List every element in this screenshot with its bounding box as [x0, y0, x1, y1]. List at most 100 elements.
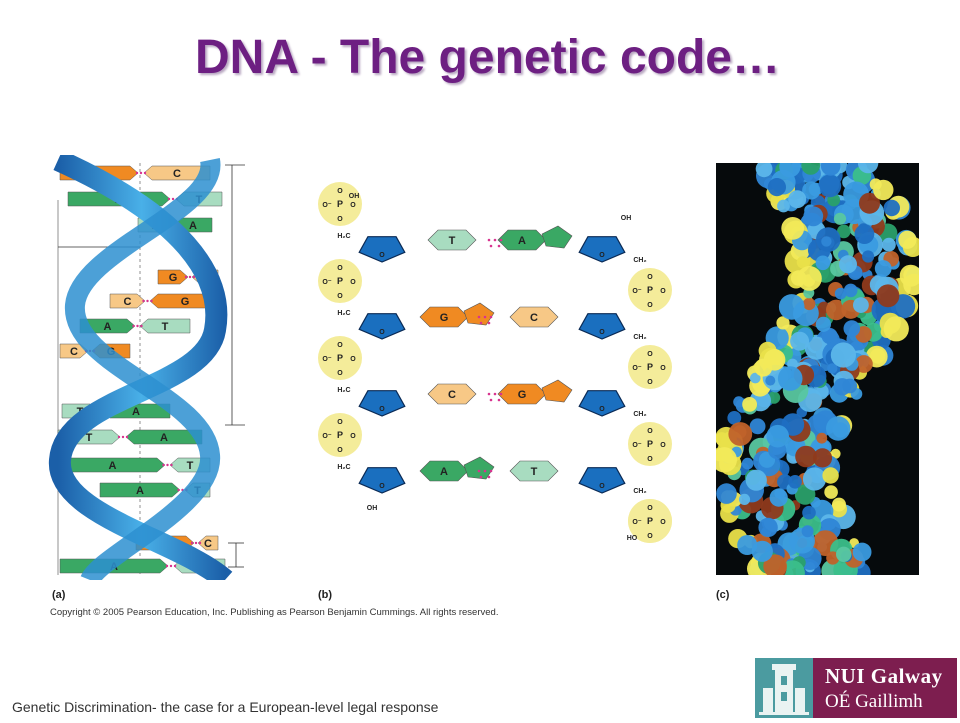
slide-title: DNA - The genetic code…: [195, 31, 780, 84]
panel-c-space-filling-model: [716, 163, 919, 575]
nui-galway-logo: NUI Galway OÉ Gaillimh: [755, 658, 957, 718]
hydrogen-bond-dot: [487, 238, 491, 242]
nucleobase: T: [509, 460, 559, 482]
phosphate-bubble: [318, 413, 362, 457]
h2c-label: H₂C: [337, 310, 350, 317]
left-base-letter: A: [104, 321, 112, 333]
atom-sphere: [755, 163, 773, 178]
atom-sphere: [898, 230, 917, 249]
atom-sphere: [804, 336, 828, 360]
atom-sphere: [801, 163, 821, 175]
hydrogen-bond-dot: [165, 564, 169, 568]
atom-sphere: [815, 316, 831, 332]
atom-sphere: [742, 397, 757, 412]
chem-label: P: [337, 353, 343, 363]
atom-sphere: [824, 485, 838, 499]
atom-sphere: [777, 199, 790, 213]
chem-label: O: [379, 406, 385, 413]
atom-sphere: [777, 366, 803, 391]
chem-label: O: [647, 505, 653, 512]
chem-label: O⁻: [322, 433, 331, 440]
hydrogen-bond-dot: [121, 435, 125, 439]
base-ring-fused: [463, 456, 495, 480]
right-phosphate: [628, 345, 672, 389]
atom-sphere: [852, 542, 872, 562]
chem-label: O: [647, 428, 653, 435]
ch2-label: CH₂: [633, 334, 646, 341]
hydrogen-bond-dot: [479, 475, 483, 479]
left-phosphate: [318, 336, 362, 380]
hydrogen-bond-dot: [477, 469, 481, 473]
logo-line-1: NUI Galway: [825, 663, 943, 688]
left-sugar: [358, 236, 406, 263]
hydrogen-bond-dot: [140, 324, 143, 328]
hydrogen-bond-dot: [489, 398, 493, 402]
left-base: [157, 269, 189, 285]
left-phosphate: [318, 259, 362, 303]
atom-sphere: [870, 348, 886, 364]
atom-sphere: [882, 237, 896, 252]
chem-label: O: [647, 351, 653, 358]
hydrogen-bond-dot: [499, 392, 503, 396]
atom-sphere: [778, 294, 805, 320]
right-sugar: [578, 236, 626, 263]
left-base-letter: T: [86, 432, 93, 444]
nucleobase: A: [419, 456, 495, 482]
tower-icon: [759, 664, 809, 715]
hydrogen-bond-dot: [188, 275, 192, 279]
chem-label: O: [647, 533, 653, 540]
chem-label: P: [647, 362, 653, 372]
atom-sphere: [801, 525, 814, 538]
chem-label: O: [660, 365, 666, 372]
atom-sphere: [803, 297, 816, 311]
chem-label: O: [350, 279, 356, 286]
hydrogen-bond-dot: [117, 435, 121, 439]
chem-label: O: [599, 483, 605, 490]
chem-label: O⁻: [632, 365, 641, 372]
chem-label: O: [337, 293, 343, 300]
right-base-letter: G: [181, 296, 190, 308]
atom-sphere: [738, 493, 751, 505]
chem-label: P: [337, 430, 343, 440]
atom-sphere: [876, 284, 900, 308]
hydrogen-bond-dot: [487, 392, 491, 396]
chem-label: O: [647, 274, 653, 281]
base-letter: C: [530, 312, 538, 324]
nucleobase: T: [427, 229, 477, 251]
atom-sphere: [826, 416, 851, 441]
atom-sphere: [788, 475, 802, 489]
atom-sphere: [741, 457, 754, 470]
base-ring-fused: [541, 225, 573, 249]
chem-label: O: [350, 433, 356, 440]
base-letter: C: [448, 389, 456, 401]
atom-sphere: [832, 497, 846, 512]
right-phosphate: [628, 422, 672, 466]
right-sugar: [578, 313, 626, 340]
hydrogen-bond-dot: [487, 321, 491, 325]
atom-sphere: [834, 287, 847, 300]
nucleobase: G: [497, 379, 573, 405]
left-phosphate: [318, 413, 362, 457]
atom-sphere: [818, 174, 842, 198]
chem-label: O: [379, 252, 385, 259]
hydrogen-bond-dot: [489, 315, 493, 319]
atom-sphere: [837, 224, 851, 239]
atom-sphere: [745, 469, 767, 491]
chem-label: O: [337, 419, 343, 426]
nucleobase: G: [419, 302, 495, 328]
atom-sphere: [763, 554, 787, 575]
chem-label: P: [337, 199, 343, 209]
atom-sphere: [795, 445, 817, 468]
chem-label: O: [599, 252, 605, 259]
atom-sphere: [843, 320, 861, 337]
hydrogen-bond-dot: [169, 564, 173, 568]
right-base-letter: A: [189, 220, 197, 232]
chem-label: O: [350, 356, 356, 363]
hydrogen-bond-dot: [166, 463, 169, 467]
oh-label: OH: [349, 193, 360, 200]
chem-label: O: [337, 370, 343, 377]
left-sugar: [358, 390, 406, 417]
chem-label: O⁻: [322, 356, 331, 363]
base-ring-fused: [463, 302, 495, 326]
